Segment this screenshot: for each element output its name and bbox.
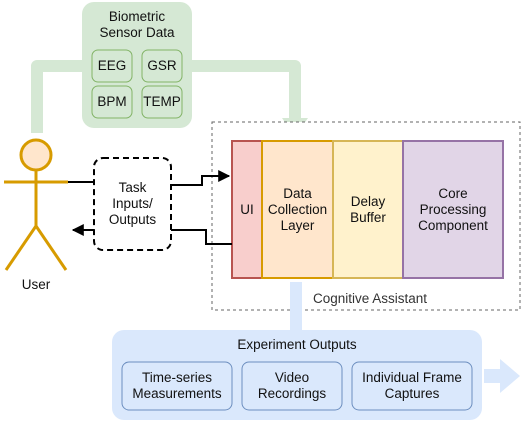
sensor-eeg-box bbox=[91, 49, 133, 83]
component-buffer-box bbox=[332, 140, 404, 279]
component-core-label: Core Processing Component bbox=[418, 185, 488, 233]
task-to-ui-arrow bbox=[171, 170, 231, 186]
export-arrow-shaft bbox=[484, 369, 502, 383]
component-ui-label: UI bbox=[240, 201, 254, 217]
cognitive-assistant-label: Cognitive Assistant bbox=[312, 291, 428, 306]
task-io-box bbox=[93, 157, 172, 251]
sensor-gsr-label: GSR bbox=[147, 58, 177, 73]
sensor-group-title: Biometric Sensor Data bbox=[99, 9, 175, 40]
output-video-label: Video Recordings bbox=[257, 370, 327, 401]
sensor-temp-label: TEMP bbox=[143, 94, 181, 109]
sensor-bpm-box bbox=[91, 85, 133, 119]
output-frames-box bbox=[351, 361, 473, 411]
component-buffer-label: Delay Buffer bbox=[350, 193, 386, 225]
output-timeseries-box bbox=[121, 361, 233, 411]
sensor-bpm-label: BPM bbox=[97, 94, 127, 109]
component-dcl-label: Data Collection Layer bbox=[267, 185, 328, 233]
sensor-eeg-label: EEG bbox=[97, 58, 127, 73]
ui-to-task-connector bbox=[171, 229, 232, 245]
outputs-connector bbox=[290, 282, 302, 332]
user-head bbox=[19, 138, 53, 172]
user-figure bbox=[4, 138, 68, 271]
task-io-label: Task Inputs/ Outputs bbox=[108, 180, 157, 227]
output-timeseries-label: Time-series Measurements bbox=[132, 370, 222, 401]
output-frames-label: Individual Frame Captures bbox=[362, 370, 462, 401]
component-core-box bbox=[402, 140, 504, 279]
output-video-box bbox=[241, 361, 343, 411]
sensor-gsr-box bbox=[141, 49, 183, 83]
sensor-temp-box bbox=[141, 85, 183, 119]
export-arrow-head bbox=[500, 359, 520, 393]
user-label: User bbox=[21, 277, 51, 292]
outputs-title: Experiment Outputs bbox=[237, 337, 357, 352]
